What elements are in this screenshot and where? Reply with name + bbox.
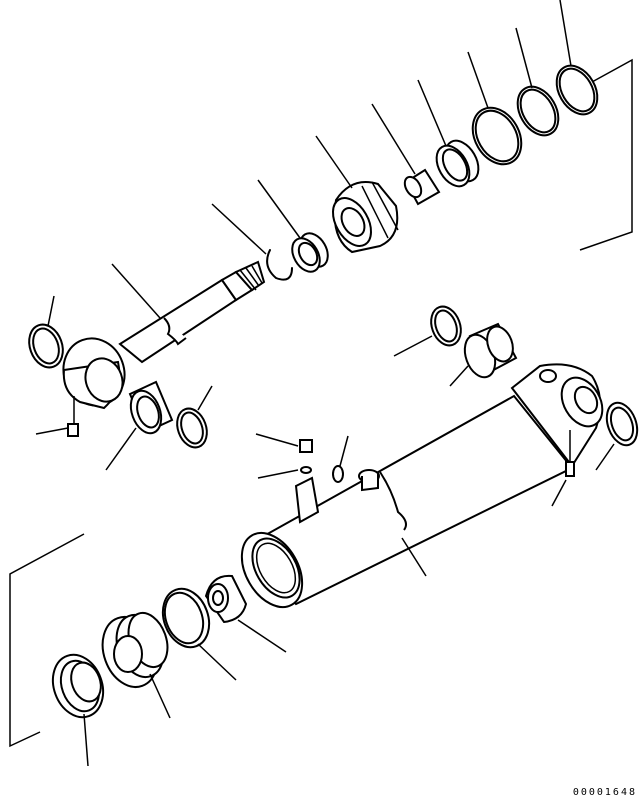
piston bbox=[101, 611, 171, 719]
cylinder-tube bbox=[240, 363, 604, 608]
upper-group-bracket bbox=[579, 58, 633, 251]
drawing-code: 00001648 bbox=[572, 787, 637, 798]
snap-ring bbox=[211, 203, 293, 281]
piston-wear-ring bbox=[161, 587, 237, 681]
wear-ring bbox=[417, 79, 480, 188]
o-ring-large bbox=[555, 0, 599, 116]
backup-ring bbox=[515, 27, 560, 137]
piston-nut bbox=[204, 574, 287, 653]
plug bbox=[255, 433, 313, 479]
o-ring bbox=[467, 51, 523, 166]
piston-rod bbox=[62, 260, 266, 410]
bushing-small bbox=[371, 103, 441, 206]
lower-group-bracket bbox=[9, 533, 85, 748]
rod-seal bbox=[257, 179, 329, 273]
piston-seal bbox=[51, 653, 105, 767]
grease-fitting-rod bbox=[35, 396, 79, 437]
seal-ring-base-end bbox=[393, 305, 462, 357]
dust-seal-rod-eye bbox=[176, 385, 213, 449]
bushing-base-end bbox=[449, 322, 518, 387]
bushing-rod-end bbox=[105, 380, 174, 471]
o-ring-small bbox=[332, 435, 349, 483]
grease-fitting-base bbox=[551, 430, 575, 507]
dust-seal-rod-end bbox=[28, 295, 64, 369]
cylinder-head bbox=[315, 135, 399, 254]
dust-seal-base-end bbox=[595, 401, 639, 471]
